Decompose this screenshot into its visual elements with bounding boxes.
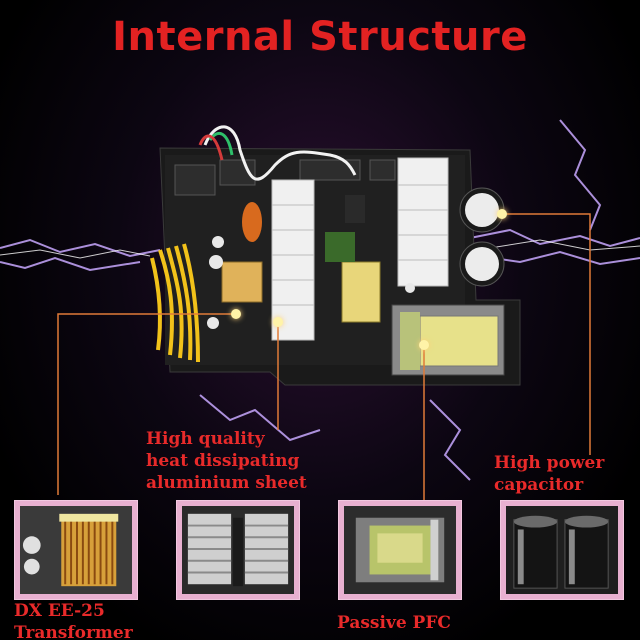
heatsink-label-line-2: heat dissipating	[146, 451, 300, 471]
heatsink-thumbnail	[176, 500, 300, 600]
capacitor-thumbnail	[500, 500, 624, 600]
pfc-callout-dot	[419, 340, 429, 350]
heatsink-callout-dot	[273, 317, 283, 327]
capacitor-photo	[506, 506, 618, 594]
lightning-bolts	[0, 119, 640, 481]
page-title: Internal Structure	[112, 14, 528, 60]
transformer-photo	[20, 506, 132, 594]
transformer-label-line-1: DX EE-25	[14, 601, 105, 621]
transformer-label: DX EE-25 Transformer	[14, 600, 133, 640]
capacitors	[459, 187, 505, 287]
capacitor-callout-dot	[497, 209, 507, 219]
heatsink-label: High quality heat dissipating aluminium …	[146, 428, 307, 494]
pfc-thumbnail	[338, 500, 462, 600]
heatsink-label-line-1: High quality	[146, 429, 265, 449]
heatsink-label-line-3: aluminium sheet	[146, 473, 307, 493]
heatsink-photo	[182, 506, 294, 594]
capacitor-label-line-1: High power	[494, 453, 605, 473]
circuit-board	[150, 125, 521, 386]
capacitor-label-line-2: capacitor	[494, 475, 584, 495]
transformer-label-line-2: Transformer	[14, 623, 133, 640]
transformer-thumbnail	[14, 500, 138, 600]
pfc-photo	[344, 506, 456, 594]
transformer-callout-dot	[231, 309, 241, 319]
callout-lines	[57, 213, 591, 500]
pfc-label: Passive PFC	[337, 613, 451, 633]
capacitor-label: High power capacitor	[494, 452, 604, 496]
